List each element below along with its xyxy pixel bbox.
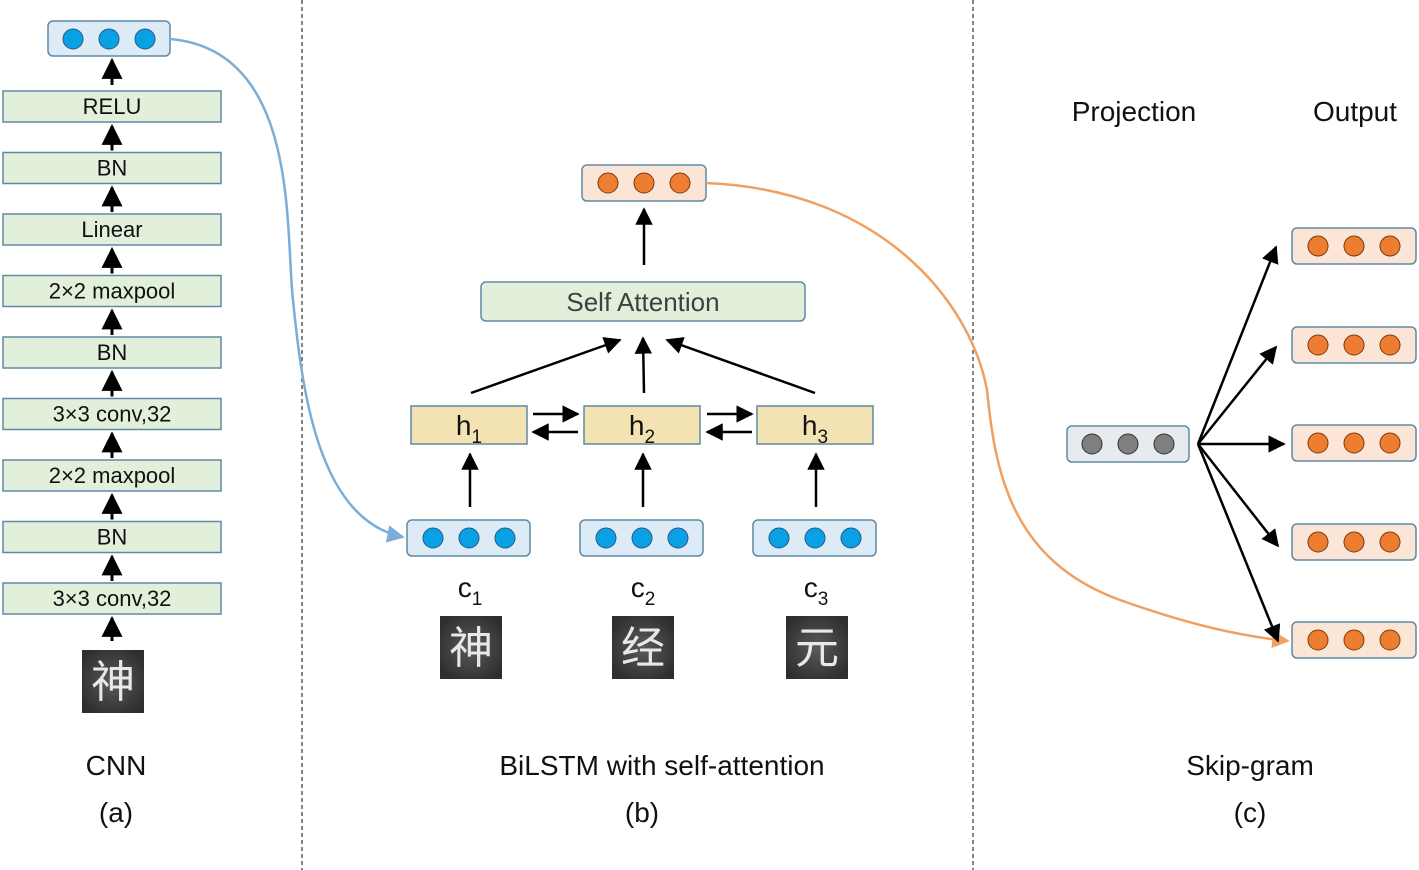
panel-b-title: BiLSTM with self-attention	[499, 750, 824, 781]
cnn-layer-box	[2, 151, 222, 185]
input-glyph-2: 经	[612, 616, 674, 679]
h1-base: h	[456, 410, 472, 441]
embedding-c2	[579, 519, 704, 557]
glyph-1-character: 神	[449, 623, 493, 674]
panel-c-title: Skip-gram	[1186, 750, 1314, 781]
output-vector-3	[1291, 424, 1417, 462]
c2-sub: 2	[645, 589, 656, 610]
output-vector-2	[1291, 326, 1417, 364]
glyph-3-character: 元	[795, 623, 839, 674]
svg-text:c1: c1	[458, 572, 483, 610]
svg-text:h2: h2	[629, 410, 655, 448]
panel-c-skipgram: Projection Output	[1066, 96, 1417, 828]
cnn-layer-label: 3×3 conv,32	[53, 402, 172, 427]
cnn-layer-label: BN	[97, 156, 128, 181]
h2-sub: 2	[645, 427, 656, 448]
cnn-layer-box	[2, 213, 222, 246]
hidden-state-h1: h1	[410, 405, 528, 448]
panel-a-title: CNN	[86, 750, 147, 781]
self-attention-label: Self Attention	[566, 287, 719, 317]
embedding-c3	[752, 519, 877, 557]
attention-output-vector	[581, 164, 707, 202]
svg-text:h1: h1	[456, 410, 482, 448]
c2-base: c	[631, 572, 645, 603]
cnn-layer-box	[2, 274, 222, 308]
output-vector-5	[1291, 621, 1417, 659]
panel-a-caption: (a)	[99, 797, 133, 828]
c3-sub: 3	[818, 589, 829, 610]
cnn-layer-label: BN	[97, 525, 128, 550]
cnn-layer-label: BN	[97, 340, 128, 365]
panel-b-caption: (b)	[625, 797, 659, 828]
self-attention-block: Self Attention	[480, 281, 806, 322]
orange-connector-curve	[705, 181, 1290, 649]
c1-sub: 1	[472, 589, 483, 610]
h1-sub: 1	[472, 427, 483, 448]
cnn-output-vector	[47, 20, 171, 57]
cnn-layer-label: 3×3 conv,32	[53, 586, 172, 611]
input-glyph-1: 神	[440, 616, 502, 679]
svg-text:c2: c2	[631, 572, 656, 610]
cnn-layer-box	[2, 520, 222, 554]
h3-sub: 3	[818, 427, 829, 448]
cnn-layer-box	[2, 582, 222, 615]
svg-text:c3: c3	[804, 572, 829, 610]
cnn-layer-label: Linear	[81, 217, 142, 242]
h3-base: h	[802, 410, 818, 441]
panel-b-bilstm: Self Attention h1 h2 h3	[406, 164, 877, 828]
cnn-layer-box	[2, 336, 222, 369]
cnn-input-glyph: 神	[82, 650, 144, 713]
output-label: Output	[1313, 96, 1397, 127]
blue-connector-curve	[169, 37, 405, 543]
projection-vector	[1066, 425, 1190, 463]
cnn-layer-label: RELU	[83, 94, 142, 119]
cnn-layer-box	[2, 459, 222, 492]
glyph-2-character: 经	[621, 623, 665, 674]
cnn-layer-label: 2×2 maxpool	[49, 463, 176, 488]
cnn-layer-box	[2, 397, 222, 431]
hidden-state-h2: h2	[583, 405, 701, 448]
output-vector-1	[1291, 227, 1417, 265]
c1-base: c	[458, 572, 472, 603]
output-vector-4	[1291, 523, 1417, 561]
cnn-input-character: 神	[91, 657, 135, 708]
cnn-layer-label: 2×2 maxpool	[49, 279, 176, 304]
panel-c-caption: (c)	[1234, 797, 1267, 828]
embedding-c1	[406, 519, 531, 557]
input-glyph-3: 元	[786, 616, 848, 679]
projection-label: Projection	[1072, 96, 1197, 127]
svg-text:h3: h3	[802, 410, 828, 448]
c3-base: c	[804, 572, 818, 603]
h2-base: h	[629, 410, 645, 441]
hidden-state-h3: h3	[756, 405, 874, 448]
cnn-layer-box	[2, 90, 222, 123]
